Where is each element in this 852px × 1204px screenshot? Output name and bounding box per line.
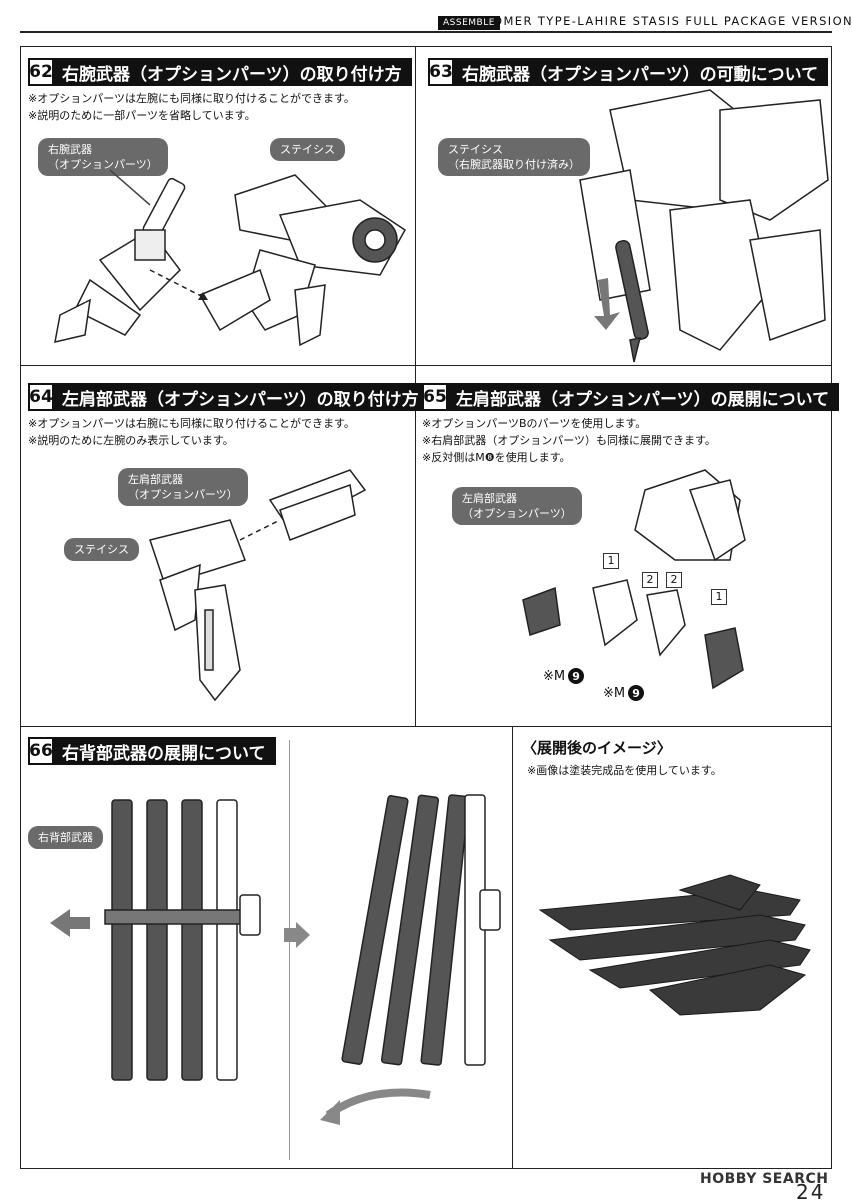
callout-right-back-weapon: 右背部武器	[28, 826, 103, 849]
step-number: 63	[428, 58, 454, 86]
step-62-note-1: ※オプションパーツは左腕にも同様に取り付けることができます。	[28, 92, 355, 105]
callout-right-arm-weapon: 右腕武器 （オプションパーツ）	[38, 138, 168, 176]
sequence-marker: 2	[642, 572, 658, 588]
grid-top	[20, 46, 832, 47]
part-number-badge: 9	[628, 685, 645, 701]
step-65-heading: 65 左肩部武器（オプションパーツ）の展開について	[422, 383, 840, 411]
step-62-heading: 62 右腕武器（オプションパーツ）の取り付け方	[28, 58, 412, 86]
step-title: 左肩部武器（オプションパーツ）の展開について	[448, 383, 840, 411]
grid-image-divider	[512, 726, 513, 1168]
part-mark-prefix: ※M	[543, 668, 566, 684]
step-number: 64	[28, 383, 54, 411]
sequence-marker: 1	[711, 589, 727, 605]
page-number: 24	[796, 1180, 826, 1204]
header-rule	[20, 31, 832, 33]
step-66-folded-illustration	[50, 799, 261, 1081]
hobby-search-watermark: HOBBY SEARCH	[700, 1171, 829, 1187]
step-64-note-1: ※オプションパーツは右腕にも同様に取り付けることができます。	[28, 417, 355, 430]
deployed-image-note: ※画像は塗装完成品を使用しています。	[527, 764, 722, 777]
part-mark-m9: ※M 9	[543, 668, 585, 684]
step-66-heading: 66 右背部武器の展開について	[28, 737, 276, 765]
step-63-heading: 63 右腕武器（オプションパーツ）の可動について	[428, 58, 829, 86]
sequence-marker: 1	[603, 553, 619, 569]
grid-left	[20, 46, 21, 1168]
callout-stasis: ステイシス	[270, 138, 345, 161]
step-64-heading: 64 左肩部武器（オプションパーツ）の取り付け方	[28, 383, 429, 411]
step-65-note-3: ※反対側はM❽を使用します。	[422, 451, 571, 464]
step-66-deployed-illustration	[320, 794, 501, 1125]
step-64-note-2: ※説明のために左腕のみ表示しています。	[28, 434, 234, 447]
grid-row2	[20, 726, 832, 727]
part-number-badge: 9	[568, 668, 585, 684]
callout-stasis: ステイシス	[64, 538, 139, 561]
step-65-note-1: ※オプションパーツBのパーツを使用します。	[422, 417, 647, 430]
grid-right	[831, 46, 832, 1168]
part-mark-m9: ※M 9	[603, 685, 645, 701]
callout-left-shoulder-weapon: 左肩部武器 （オプションパーツ）	[118, 468, 248, 506]
deployed-image-title: 〈展開後のイメージ〉	[522, 739, 672, 757]
step-65-note-2: ※右肩部武器（オプションパーツ）も同様に展開できます。	[422, 434, 716, 447]
deployed-photo	[538, 874, 811, 1016]
footer-rule	[20, 1168, 832, 1169]
step-62-illustration	[54, 169, 406, 347]
part-mark-prefix: ※M	[603, 685, 626, 701]
step-65-illustration	[522, 469, 746, 690]
step-title: 左肩部武器（オプションパーツ）の取り付け方	[54, 383, 429, 411]
step-title: 右腕武器（オプションパーツ）の可動について	[454, 58, 829, 86]
step-number: 66	[28, 737, 54, 765]
step-number: 65	[422, 383, 448, 411]
step-64-illustration	[149, 469, 367, 702]
right-arrow-icon	[284, 922, 310, 948]
step-number: 62	[28, 58, 54, 86]
callout-stasis-armed: ステイシス （右腕武器取り付け済み）	[438, 138, 590, 176]
grid-step66-divider	[289, 740, 290, 1160]
callout-left-shoulder-weapon: 左肩部武器 （オプションパーツ）	[452, 487, 582, 525]
sequence-marker: 2	[666, 572, 682, 588]
step-63-illustration	[579, 89, 829, 363]
grid-row1	[20, 365, 832, 366]
assemble-badge: ASSEMBLE	[438, 16, 500, 30]
manual-title: OMER TYPE-LAHIRE STASIS FULL PACKAGE VER…	[493, 14, 852, 28]
step-title: 右腕武器（オプションパーツ）の取り付け方	[54, 58, 412, 86]
step-62-note-2: ※説明のために一部パーツを省略しています。	[28, 109, 256, 122]
step-title: 右背部武器の展開について	[54, 737, 276, 765]
